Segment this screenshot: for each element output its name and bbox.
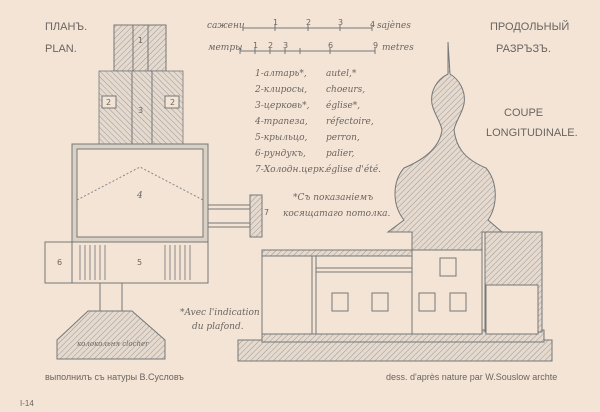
legend-ru: 7-Холодн.церк. (255, 165, 327, 175)
legend-ru: 4-трапеза, (254, 117, 308, 127)
legend-fr: réfectoire, (326, 116, 374, 127)
legend-fr: autel,* (326, 69, 357, 79)
note-fr-line1: *Avec l'indication (180, 308, 260, 318)
scale-tick: 3 (338, 18, 343, 27)
plan-title-ru: ПЛАНЪ. (45, 21, 87, 33)
plan-label-6: 6 (57, 258, 62, 267)
section-dome (386, 41, 504, 251)
plan-label-2: 2 (106, 98, 111, 107)
scale-sajenes-label-ru: сажени (207, 21, 245, 31)
plan-refectory (76, 148, 204, 238)
legend-fr: choeurs, (326, 85, 365, 95)
scale-tick: 2 (306, 18, 311, 27)
section-title-fr-2: LONGITUDINALE. (486, 127, 578, 139)
legend-ru: 2-клиросы, (254, 85, 307, 95)
plan-title-fr: PLAN. (45, 43, 77, 55)
legend-ru: 6-рундукъ, (255, 149, 306, 159)
section-title-ru-2: РАЗРЪЗЪ. (496, 43, 551, 55)
legend-fr: perron, (326, 133, 360, 143)
legend-fr: église*, (326, 100, 360, 111)
legend-ru: 1-алтарь*, (255, 69, 307, 79)
plan-label-1: 1 (138, 36, 143, 45)
scale-sajenes-label-fr: sajènes (377, 20, 411, 31)
scale-tick: 9 (373, 41, 378, 50)
section-summer-church (485, 284, 539, 335)
scale-tick: 1 (273, 18, 278, 27)
legend-ru: 3-церковь*, (255, 101, 310, 111)
plan-porch (44, 241, 209, 284)
note-ru-line1: *Съ показаніемъ (293, 193, 373, 203)
scale-sajenes: сажени 1 2 3 4 sajènes (207, 18, 411, 31)
plan-label-3: 3 (138, 106, 143, 115)
scale-metres: метры 1 2 3 6 9 metres (208, 41, 414, 54)
plate-number: I-14 (20, 399, 34, 408)
note-fr-line2: du plafond. (192, 322, 244, 332)
legend-ru: 5-крыльцо, (255, 133, 308, 143)
scale-tick: 3 (283, 41, 288, 50)
legend: 1-алтарь*, autel,* 2-клиросы, choeurs, 3… (254, 69, 381, 175)
plan-altar (113, 24, 167, 72)
scale-tick: 6 (328, 41, 333, 50)
plan-label-2: 2 (170, 98, 175, 107)
plan-bell-tower (56, 310, 166, 360)
scale-tick: 4 (370, 20, 375, 29)
longitudinal-section (237, 41, 553, 362)
scale-tick: 1 (253, 41, 258, 50)
section-ground (237, 339, 553, 362)
legend-fr: église d'été. (326, 164, 381, 175)
plan-label-5: 5 (137, 258, 142, 267)
scale-metres-label-ru: метры (208, 43, 242, 53)
credit-ru: выполнилъ съ натуры В.Сусловъ (45, 372, 184, 382)
plan-label-7: 7 (264, 208, 269, 217)
note-ru-line2: косящатаго потолка. (283, 209, 391, 219)
credit-fr: dess. d'après nature par W.Souslow archt… (386, 372, 557, 382)
section-refectory (261, 249, 413, 335)
floor-plan: 1 2 2 3 4 5 6 7 колокольня clocher (44, 24, 269, 360)
scale-metres-label-fr: metres (382, 43, 414, 53)
section-title-ru-1: ПРОДОЛЬНЫЙ (490, 20, 569, 33)
scale-tick: 2 (268, 41, 273, 50)
plan-label-clocher: колокольня clocher (77, 340, 149, 348)
legend-fr: palier, (326, 149, 355, 159)
plan-summer-church-edge (249, 194, 263, 238)
section-title-fr-1: COUPE (504, 107, 543, 119)
plan-label-4: 4 (136, 191, 143, 201)
